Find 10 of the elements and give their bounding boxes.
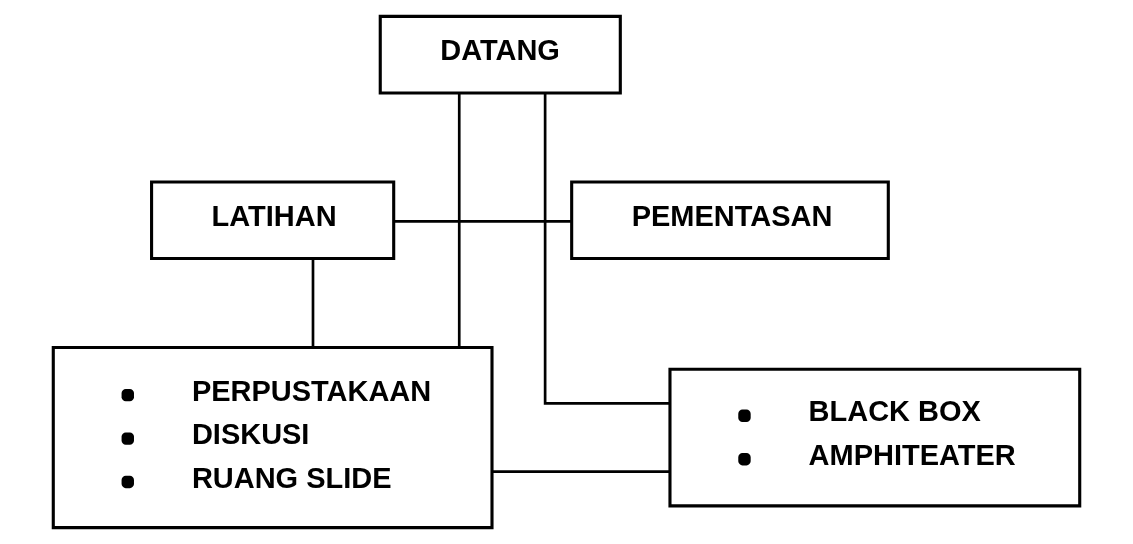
- node-box: LATIHAN: [150, 180, 396, 261]
- connector: [394, 219, 571, 223]
- node-box: DATANG: [378, 14, 622, 95]
- connector: [311, 259, 315, 347]
- node-box: PERPUSTAKAAN DISKUSI RUANG SLIDE: [51, 345, 494, 530]
- connector: [543, 93, 670, 405]
- node-box: BLACK BOX AMPHITEATER: [668, 367, 1082, 508]
- connector: [457, 93, 461, 348]
- connector: [492, 470, 670, 474]
- node-box: PEMENTASAN: [570, 180, 890, 261]
